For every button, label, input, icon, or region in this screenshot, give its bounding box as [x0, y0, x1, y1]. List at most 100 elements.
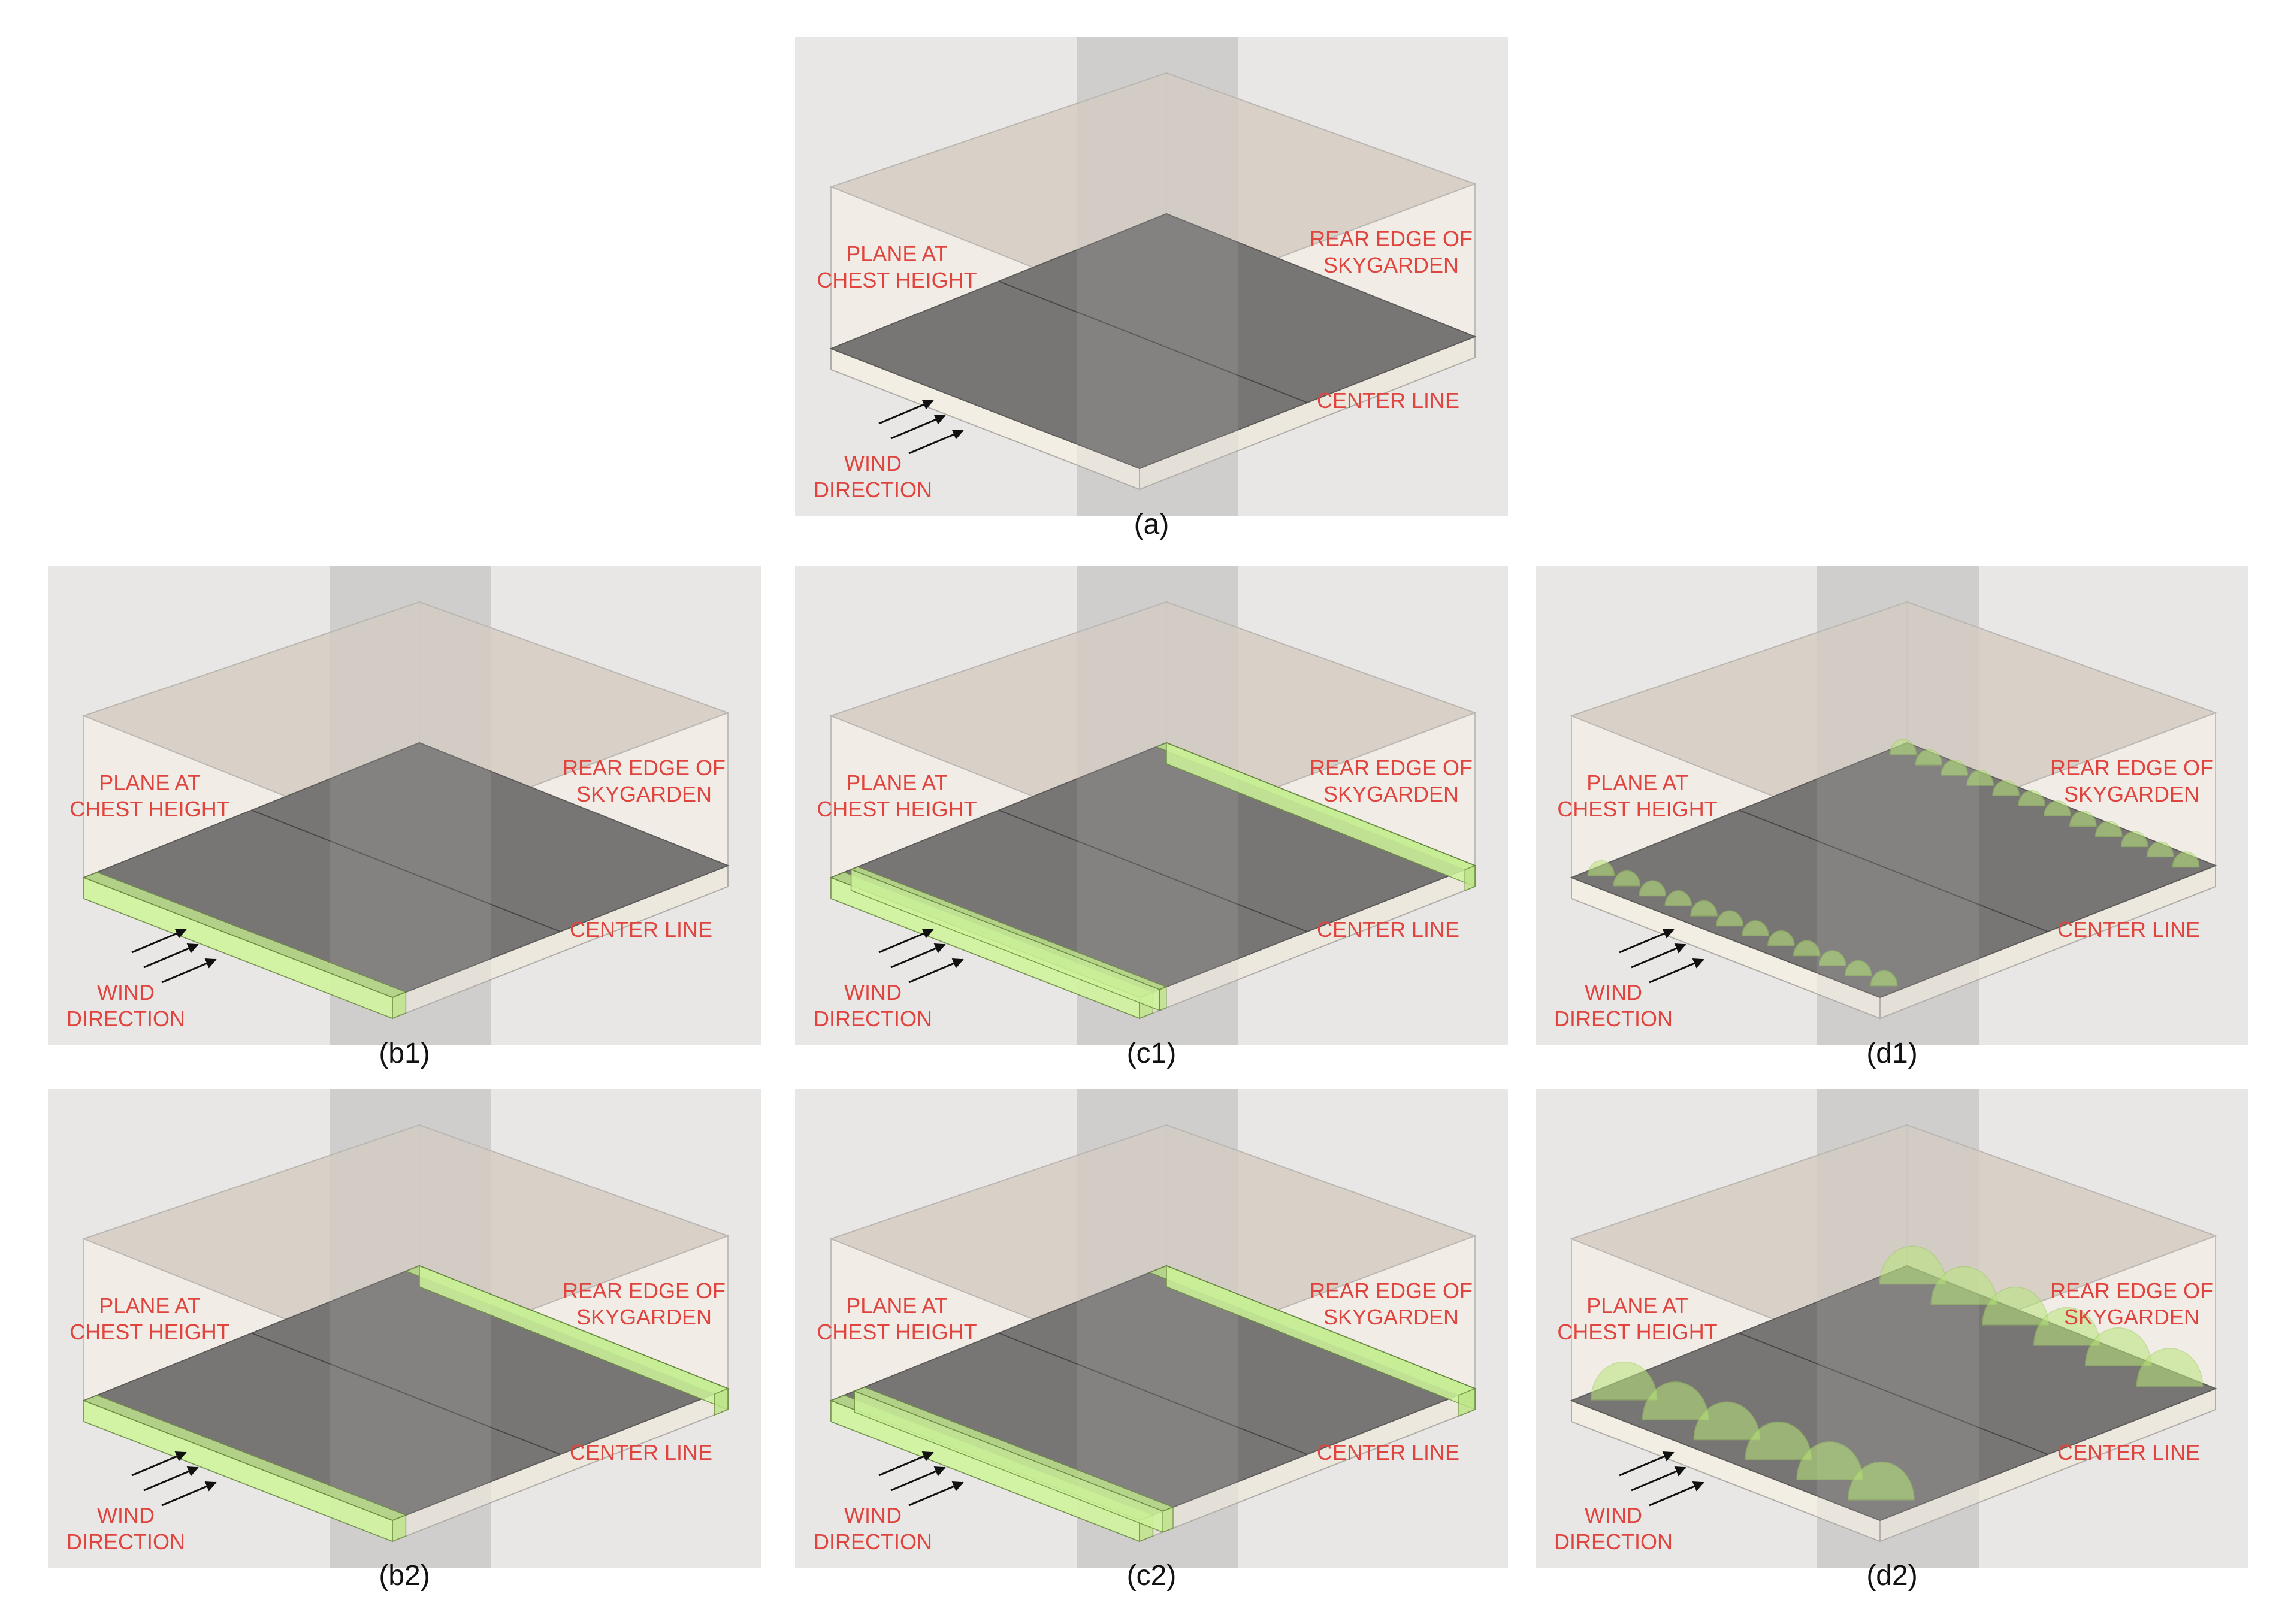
panel-drawing	[1570, 1089, 2217, 1568]
wind-direction-label-line: DIRECTION	[1554, 1529, 1673, 1554]
rear-edge-label-line: REAR EDGE OF	[2050, 755, 2214, 780]
panel-drawing	[82, 1089, 730, 1568]
wind-arrow	[1631, 943, 1686, 969]
shrub-row-rear	[1889, 739, 2200, 868]
center-line	[998, 809, 1308, 932]
center-line	[1739, 809, 2048, 932]
center-line	[998, 280, 1308, 403]
panel-drawing	[829, 566, 1477, 1045]
vegetation-strip-inner	[853, 1386, 1175, 1533]
vegetation-strip-rear	[1148, 1265, 1477, 1417]
wind-arrow	[131, 1451, 187, 1477]
column-overlay	[330, 566, 491, 1045]
wind-direction-label-line: WIND	[97, 1503, 155, 1528]
plane-label-line: PLANE AT	[1586, 1293, 1688, 1318]
wind-arrow	[1619, 929, 1675, 954]
panel-drawing	[829, 1089, 1477, 1568]
caption-c2: (c2)	[1126, 1560, 1177, 1592]
rear-edge-label-line: SKYGARDEN	[1323, 1305, 1459, 1329]
plane-label-line: CHEST HEIGHT	[817, 268, 977, 292]
center-line-label: CENTER LINE	[2045, 1439, 2213, 1466]
column-overlay	[330, 1089, 491, 1568]
wind-arrow	[1649, 958, 1704, 984]
rear-edge-label-line: SKYGARDEN	[576, 1305, 712, 1329]
wind-arrows	[131, 1451, 217, 1507]
wind-direction-label-line: WIND	[1585, 980, 1642, 1005]
wind-arrows	[878, 929, 964, 984]
center-line-label-line: CENTER LINE	[1316, 1440, 1460, 1465]
tree-row-front	[1590, 1361, 1915, 1501]
center-line-label: CENTER LINE	[1304, 388, 1472, 414]
caption-d1: (d1)	[1866, 1038, 1918, 1069]
vegetation-strip-front	[82, 1395, 407, 1543]
wind-arrows	[878, 400, 964, 455]
chest-height-plane	[829, 213, 1477, 470]
plane-label-line: PLANE AT	[99, 1293, 201, 1318]
wind-arrow	[143, 1466, 199, 1492]
wind-arrow	[908, 430, 964, 455]
plane-label-line: PLANE AT	[1586, 770, 1688, 795]
wind-arrows	[878, 1451, 964, 1507]
center-line	[251, 1332, 561, 1455]
wind-arrow	[1619, 1451, 1675, 1477]
wind-arrow	[890, 415, 946, 440]
column-overlay	[1077, 37, 1238, 516]
rear-edge-label-line: REAR EDGE OF	[2050, 1278, 2214, 1303]
wind-arrows	[1619, 929, 1704, 984]
center-line-label-line: CENTER LINE	[2057, 917, 2201, 942]
center-line-label-line: CENTER LINE	[569, 1440, 713, 1465]
center-line	[998, 1332, 1308, 1455]
wind-arrow	[161, 958, 217, 984]
rear-edge-label-line: SKYGARDEN	[576, 782, 712, 806]
center-line-label: CENTER LINE	[2045, 917, 2213, 943]
center-line-label-line: CENTER LINE	[1316, 917, 1460, 942]
plane-label-line: CHEST HEIGHT	[69, 1320, 230, 1344]
wind-direction-label-line: DIRECTION	[67, 1006, 185, 1031]
rear-edge-label-line: REAR EDGE OF	[1309, 1278, 1473, 1303]
wind-direction-label-line: DIRECTION	[67, 1529, 185, 1554]
shrub-row-front	[1587, 860, 1898, 987]
wind-direction-label-line: WIND	[844, 451, 902, 476]
plane-label-line: PLANE AT	[99, 770, 201, 795]
center-line	[251, 809, 561, 932]
wind-direction-label-line: WIND	[97, 980, 155, 1005]
wind-arrow	[878, 1451, 934, 1477]
plane-label-line: CHEST HEIGHT	[817, 1320, 977, 1344]
vegetation-strip-rear	[404, 1265, 730, 1416]
plane-label-line: CHEST HEIGHT	[817, 797, 977, 821]
wind-arrow	[890, 1466, 946, 1492]
center-line-label: CENTER LINE	[557, 1439, 725, 1466]
wind-arrow	[1649, 1481, 1704, 1507]
rear-edge-label-line: REAR EDGE OF	[562, 755, 726, 780]
plane-label-line: CHEST HEIGHT	[69, 797, 230, 821]
center-line-label-line: CENTER LINE	[2057, 1440, 2201, 1465]
wind-direction-label-line: WIND	[844, 1503, 902, 1528]
wind-arrow	[131, 929, 187, 954]
wind-arrow	[143, 943, 199, 969]
vegetation-strip-inner	[850, 866, 1168, 1011]
rear-edge-label-line: SKYGARDEN	[2063, 782, 2200, 806]
caption-b1: (b1)	[379, 1038, 430, 1069]
wind-direction-label-line: DIRECTION	[814, 1529, 932, 1554]
